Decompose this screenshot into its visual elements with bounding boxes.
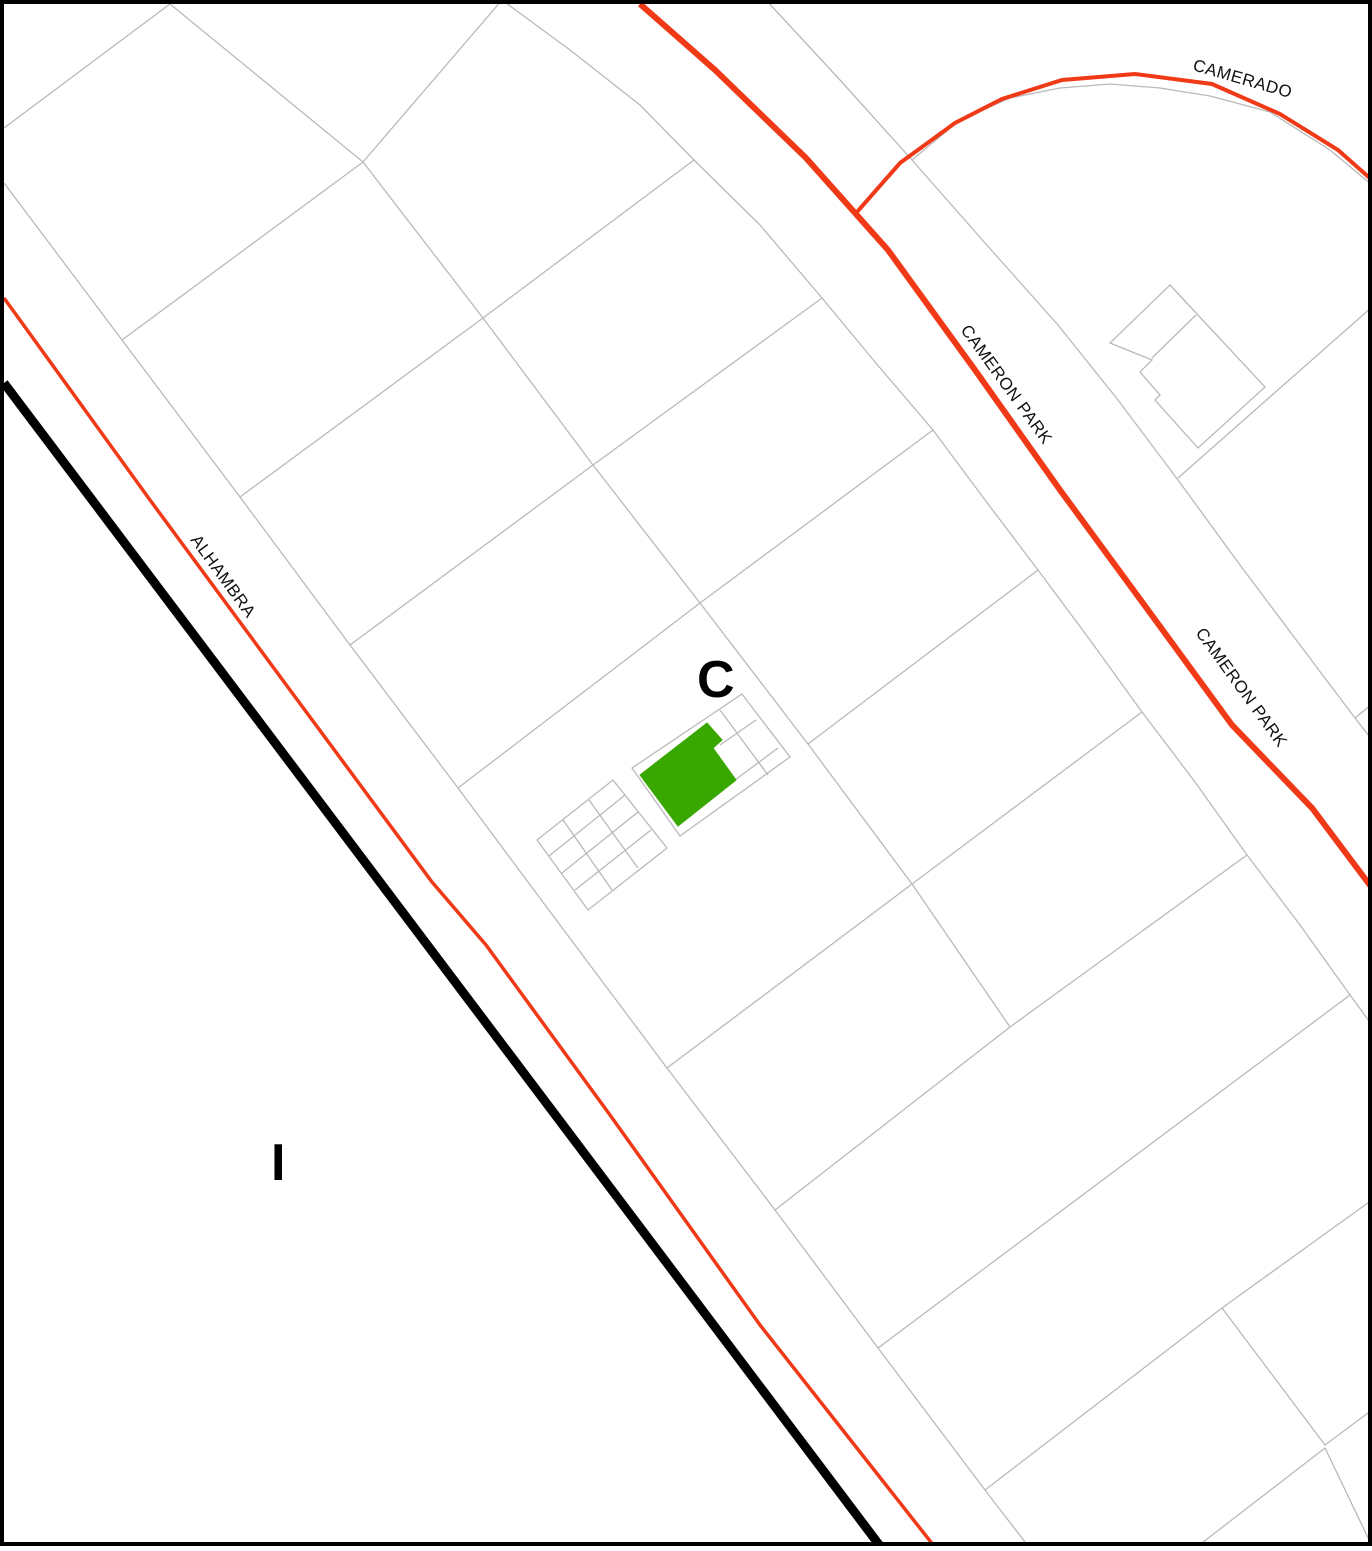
parcel-row-line-cameron-east [765, 0, 1372, 741]
parcel-lines [3, 0, 1372, 1547]
lot-line [1177, 306, 1372, 479]
lot-line [362, 0, 503, 163]
zone-label-i: I [271, 1134, 285, 1192]
lot-line [774, 854, 1248, 1211]
zone-boundary-line [0, 380, 884, 1549]
lot-line [349, 297, 823, 646]
parcel-row-line-west [3, 182, 1029, 1547]
subdivision-lot-line [548, 794, 626, 857]
lot-line [877, 994, 1351, 1349]
camerado-centerline [855, 71, 1372, 214]
lot-line [1197, 1446, 1372, 1547]
lot-line [457, 429, 934, 789]
lot-line [1221, 1307, 1372, 1446]
lot-line [121, 161, 364, 341]
subdivision-lots-subject [631, 693, 791, 837]
subdivision-lot-line [719, 709, 769, 776]
lot-line [3, 3, 171, 129]
subdivision-lot-line [562, 819, 613, 891]
alhambra-centerline [2, 296, 936, 1548]
subject-parcel[interactable] [639, 722, 737, 827]
subdivision-lot-line [734, 747, 779, 781]
subdivision-lots [536, 779, 668, 911]
building-footprint-line [1151, 314, 1197, 359]
subdivision-lot-line [719, 719, 757, 746]
lot-line [169, 3, 364, 163]
cameron-park-centerline [638, 1, 1372, 890]
lot-line [666, 711, 1143, 1069]
building-footprint [1108, 284, 1266, 449]
lot-line [239, 159, 695, 498]
subdivision-lot-line [574, 829, 652, 891]
zone-label-c: C [697, 651, 735, 709]
subdivision-lot-line [588, 799, 639, 869]
subdivision-lot-line [561, 811, 639, 874]
lot-line [807, 569, 1039, 745]
parcel-row-line-east [501, 0, 1372, 1026]
